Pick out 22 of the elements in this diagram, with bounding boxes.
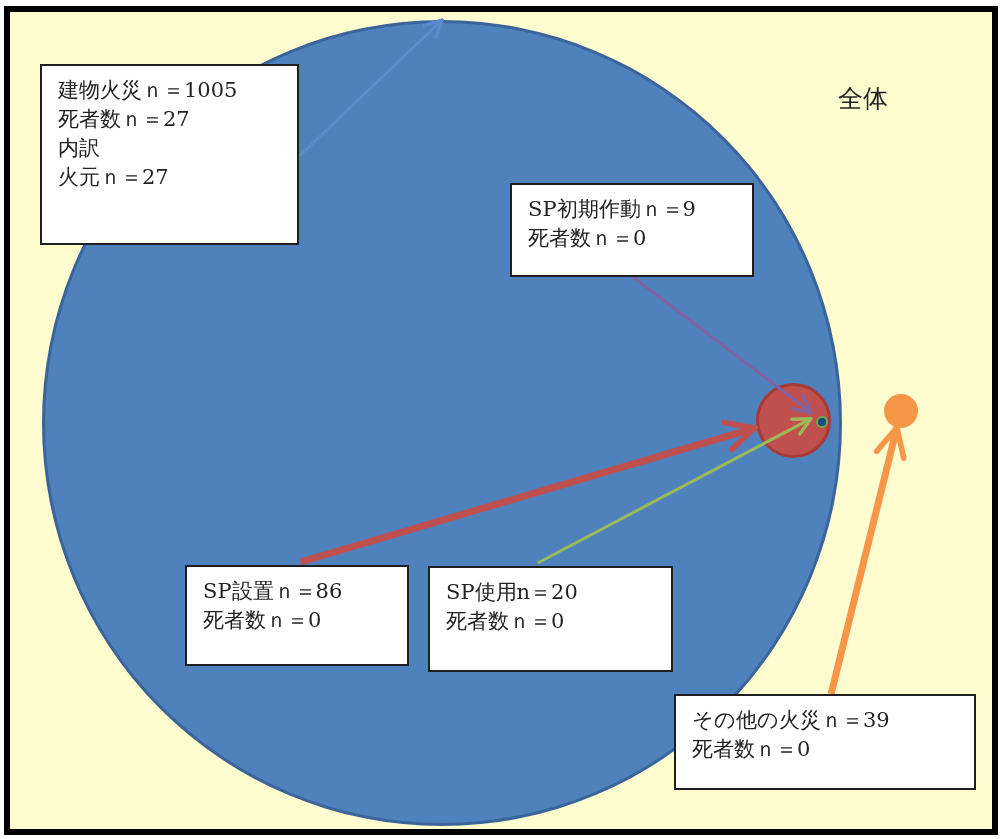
text-line: 死者数ｎ＝0 [446, 608, 566, 635]
arrow [537, 417, 813, 565]
dot [816, 416, 828, 428]
text-line: 火元ｎ＝27 [58, 164, 170, 191]
arrow [827, 424, 907, 695]
text-line: 死者数ｎ＝0 [692, 736, 812, 763]
text-line: 建物火災ｎ＝1005 [58, 77, 239, 104]
arrow [297, 18, 444, 158]
text-line: 内訳 [58, 135, 101, 162]
text-line: 死者数ｎ＝0 [203, 607, 323, 634]
arrow [299, 419, 758, 566]
text-line: SP設置ｎ＝86 [203, 578, 344, 605]
text-line: SP使用n＝20 [446, 579, 579, 606]
text-line: SP初期作動ｎ＝9 [528, 196, 697, 223]
text-line: 死者数ｎ＝27 [58, 106, 191, 133]
text-box [185, 565, 409, 666]
text-box [674, 694, 976, 790]
text-line: その他の火災ｎ＝39 [692, 707, 891, 734]
text-line: 死者数ｎ＝0 [528, 225, 648, 252]
text-box [428, 566, 673, 672]
text-box [510, 183, 754, 277]
caption-label: 全体 [838, 83, 888, 115]
